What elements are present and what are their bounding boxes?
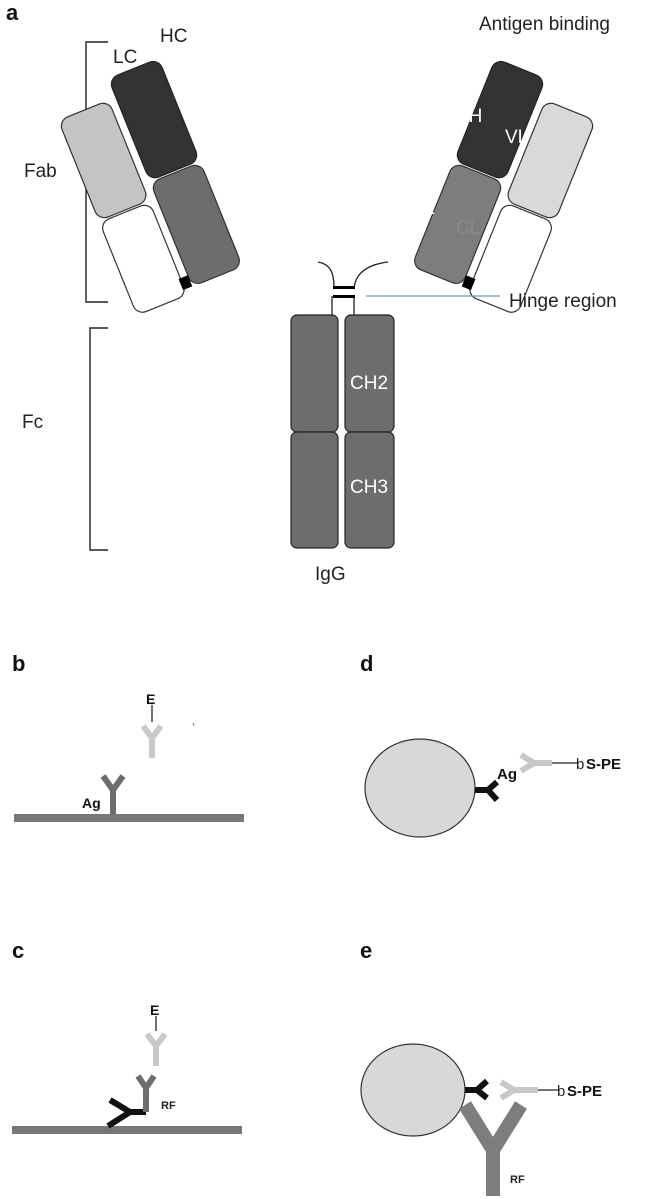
panel-d-b-prefix: b	[576, 756, 584, 773]
panel-c-rf-antibody	[135, 1074, 157, 1112]
hinge-region-label: Hinge region	[509, 291, 617, 312]
left-hinge-curve	[317, 261, 335, 289]
panel-b-enzyme-antibody	[140, 724, 164, 758]
panel-c: c RF E	[12, 938, 242, 1134]
panel-c-rf-label: RF	[161, 1100, 176, 1112]
left-cl-domain	[102, 204, 185, 313]
panel-e-b-prefix: b	[557, 1083, 565, 1100]
right-hinge-curve	[353, 261, 389, 289]
panel-a: a Fab Fc LC HC Antige	[6, 0, 617, 585]
panel-e-rf-label: RF	[510, 1174, 525, 1186]
hc-label: HC	[160, 26, 187, 47]
panel-d-capture-antibody	[475, 779, 500, 803]
left-ch1-domain	[152, 164, 240, 285]
right-ch1-domain	[414, 164, 502, 285]
right-ch3-domain	[344, 431, 395, 549]
right-vl-domain	[507, 102, 594, 219]
panel-d: d Ag b S-PE	[360, 651, 621, 838]
panel-c-letter: c	[12, 938, 24, 963]
left-vl-domain	[60, 102, 147, 219]
panel-b-tick	[192, 722, 195, 727]
panel-a-letter: a	[6, 0, 19, 25]
panel-c-surface	[12, 1126, 242, 1134]
panel-b-letter: b	[12, 651, 25, 676]
left-arm-disulfide	[178, 275, 193, 291]
panel-b-antigen-antibody	[100, 774, 126, 814]
antigen-binding-label: Antigen binding	[479, 14, 610, 35]
right-fab-arm	[414, 60, 594, 313]
panel-c-e-label: E	[150, 1002, 159, 1018]
panel-d-spe-label: S-PE	[586, 756, 621, 773]
right-cl-domain	[469, 204, 552, 313]
ch2-label: CH2	[350, 373, 388, 394]
panel-c-capture-antibody	[106, 1097, 146, 1129]
panel-d-detection-antibody	[519, 752, 552, 774]
lc-label: LC	[113, 47, 137, 68]
cl-label: CL	[456, 218, 480, 239]
right-arm-disulfide	[461, 275, 476, 291]
panel-e-capture-antibody	[465, 1078, 490, 1101]
hinge-disulfide-1	[333, 286, 355, 289]
panel-e-bead	[360, 1043, 466, 1137]
fc-bracket	[89, 327, 108, 551]
igg-label: IgG	[315, 564, 346, 585]
right-vh-domain	[456, 60, 544, 179]
panel-b-e-label: E	[146, 691, 155, 707]
panel-e-letter: e	[360, 938, 372, 963]
panel-b-ag-label: Ag	[82, 795, 101, 811]
panel-e-detection-antibody	[499, 1079, 538, 1101]
ch3-label: CH3	[350, 477, 388, 498]
panel-b: b E Ag	[12, 651, 244, 822]
vl-label: VL	[505, 127, 528, 148]
left-vh-domain	[110, 60, 198, 179]
panel-e: e b S-PE RF	[360, 938, 602, 1196]
vh-label: VH	[456, 106, 482, 127]
panel-c-enzyme-antibody	[144, 1032, 168, 1066]
panel-d-letter: d	[360, 651, 373, 676]
fc-label: Fc	[22, 412, 43, 433]
left-fab-arm	[60, 60, 240, 313]
fab-label: Fab	[24, 161, 57, 182]
panel-d-bead	[364, 738, 476, 838]
left-ch3-domain	[290, 431, 339, 549]
panel-e-spe-label: S-PE	[567, 1083, 602, 1100]
ch1-label: CH1	[397, 198, 435, 219]
left-ch2-domain	[290, 314, 339, 433]
panel-e-rf-antibody	[459, 1101, 527, 1196]
hinge-disulfide-2	[333, 295, 355, 298]
panel-d-ag-label: Ag	[497, 766, 517, 783]
panel-b-surface	[14, 814, 244, 822]
